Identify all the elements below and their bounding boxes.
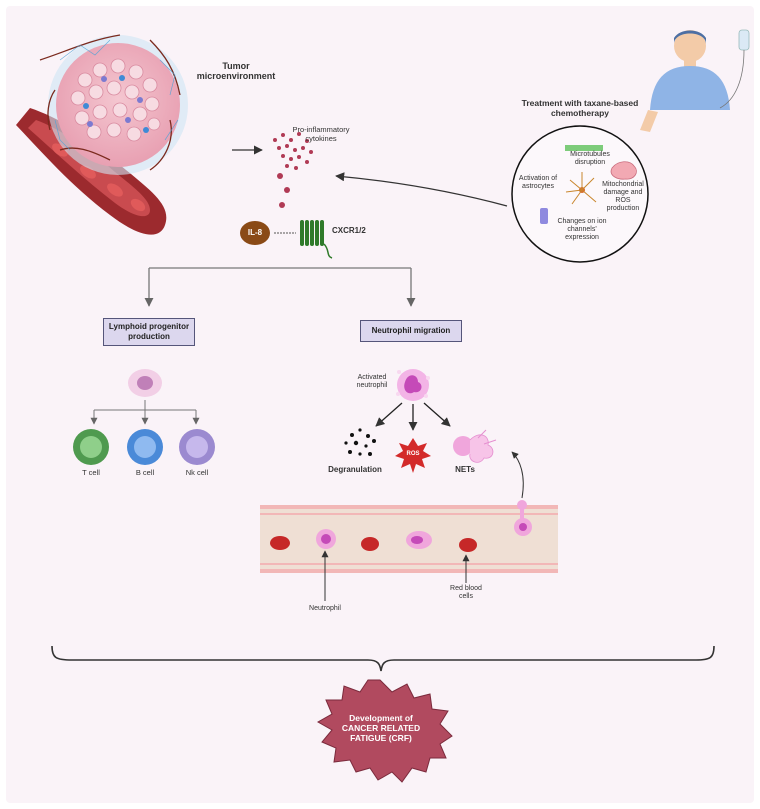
- il8-label: IL-8: [247, 228, 263, 237]
- red-blood-cell: [361, 537, 379, 551]
- cytokine-dots: [273, 132, 313, 208]
- tumor-illustration: [39, 34, 188, 175]
- activated-neutrophil-label: Activated neutrophil: [356, 374, 388, 390]
- neutrophil-rolling: [406, 531, 432, 549]
- ros-burst-icon: [395, 438, 431, 473]
- ion-channel-icon: [540, 208, 548, 224]
- ros-label: ROS: [406, 451, 420, 457]
- t-cell-icon: [73, 429, 109, 465]
- cxcr-receptor-icon: [300, 220, 333, 259]
- pro-inflammatory-label: Pro-inflammatory cytokines: [292, 125, 350, 143]
- nets-label: NETs: [455, 465, 475, 474]
- astrocytes-label: Activation of astrocytes: [518, 175, 558, 191]
- patient-illustration: [640, 29, 750, 132]
- chemo-effects-circle: [511, 125, 649, 263]
- activated-neutrophil-icon: [396, 369, 430, 401]
- tumor-microenvironment-label: Tumor microenvironment: [196, 61, 276, 82]
- t-cell-label: T cell: [82, 468, 100, 477]
- red-blood-cell: [270, 536, 290, 550]
- neutrophil-transmigrating: [514, 500, 532, 536]
- summary-brace: [51, 645, 715, 672]
- rbc-label: Red blood cells: [450, 585, 482, 601]
- lymphoid-progenitor-cell: [128, 369, 162, 397]
- nk-cell-icon: [179, 429, 215, 465]
- degranulation-label: Degranulation: [328, 465, 382, 474]
- neutrophil-outcome-arrows: [375, 402, 451, 431]
- neutrophil-in-vessel: [316, 529, 336, 549]
- nk-cell-label: Nk cell: [185, 468, 209, 477]
- treatment-label: Treatment with taxane-based chemotherapy: [521, 98, 639, 118]
- neutrophil-label: Neutrophil: [309, 605, 341, 612]
- crf-starburst: [316, 679, 453, 783]
- mitochondrial-label: Mitochondrial damage and ROS production: [602, 181, 644, 213]
- nets-icon: [453, 429, 497, 463]
- b-cell-icon: [127, 429, 163, 465]
- lymphoid-tree-lines: [90, 400, 200, 425]
- arrow-chemo-to-cytokines: [335, 172, 508, 207]
- mitochondria-icon: [610, 161, 637, 180]
- microtubules-label: Microtubules disruption: [570, 151, 610, 167]
- cxcr-label: CXCR1/2: [332, 226, 366, 235]
- b-cell-label: B cell: [135, 468, 155, 477]
- branch-connector: [144, 267, 416, 307]
- astrocyte-icon: [565, 172, 597, 205]
- microtubule-icon: [565, 145, 603, 151]
- lymphoid-progenitor-box: Lymphoid progenitor production: [103, 318, 195, 346]
- ion-channels-label: Changes on ion channels' expression: [557, 218, 607, 242]
- degranulation-granules: [344, 428, 376, 456]
- il8-molecule: [240, 221, 270, 245]
- neutrophil-migration-box: Neutrophil migration: [360, 320, 462, 342]
- arrow-extravasation-to-nets: [511, 451, 524, 499]
- red-blood-cell: [459, 538, 477, 552]
- crf-label: Development of CANCER RELATED FATIGUE (C…: [341, 713, 421, 743]
